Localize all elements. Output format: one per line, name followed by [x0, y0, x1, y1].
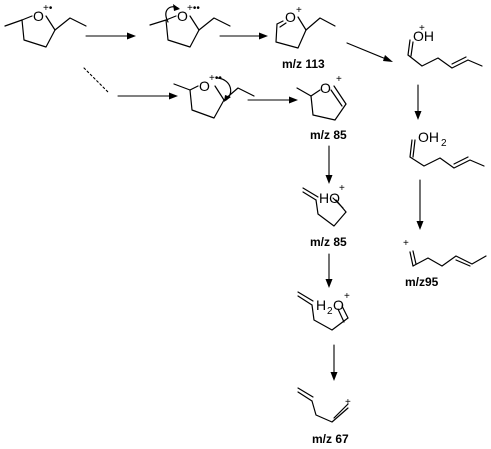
label-mz95: m/z95 [405, 275, 439, 289]
atom-oxygen: O [320, 80, 331, 96]
arrow-5 [416, 179, 424, 230]
arrow-2 [219, 32, 268, 40]
charge-cation: + [403, 238, 409, 249]
label-mz85-first: m/z 85 [310, 128, 347, 142]
subscript-two: 2 [441, 138, 447, 149]
atom-oxygen: O [177, 8, 188, 24]
molecule-mz95: + [403, 238, 487, 267]
molecule-parent-alt-cleavage: O +•• [173, 73, 255, 119]
charge-cation: + [296, 5, 302, 16]
arrow-6 [247, 96, 298, 104]
atom-oxygen: O [333, 297, 344, 313]
charge-cation: + [336, 74, 342, 85]
atom-oxygen: O [285, 9, 296, 25]
atom-hydroxyl: OH [413, 28, 434, 44]
subscript-two: 2 [327, 306, 333, 317]
charge-radical-cation: +•• [209, 73, 222, 84]
atom-hydroxyl: OH [418, 129, 439, 145]
arrow-4 [414, 84, 422, 120]
arrow-dotted [83, 67, 178, 100]
label-mz85-second: m/z 85 [310, 235, 347, 249]
molecule-alpha-cleavage: O +•• [149, 3, 231, 48]
molecule-parent: O +• [4, 3, 87, 48]
arrow-7 [325, 145, 333, 184]
charge-radical-cation: +•• [187, 3, 200, 14]
molecule-mz85-cyclic: O + [296, 74, 347, 121]
atom-hydrogen: H [316, 297, 326, 313]
molecule-open-chain-oxonium: OH + [407, 23, 483, 69]
atom-hydroxyl: HO [319, 190, 340, 206]
arrow-1 [85, 32, 136, 40]
charge-cation: + [345, 397, 351, 408]
atom-oxygen: O [199, 78, 210, 94]
molecule-protonated-water-form: H 2 O + [297, 291, 350, 331]
arrow-9 [330, 344, 338, 381]
label-mz113: m/z 113 [282, 57, 325, 71]
atom-oxygen: O [33, 8, 44, 24]
charge-cation: + [419, 23, 425, 34]
arrow-3 [346, 42, 393, 62]
molecule-mz113: O + [275, 5, 336, 49]
arrow-8 [325, 253, 333, 288]
label-mz67: m/z 67 [312, 432, 349, 446]
charge-radical-cation: +• [43, 3, 53, 14]
molecule-protonated-alcohol: OH 2 [409, 129, 485, 169]
charge-cation: + [339, 183, 345, 194]
molecule-mz85-open: HO + [302, 183, 347, 227]
molecule-mz67: + [297, 387, 351, 423]
charge-cation: + [344, 291, 350, 302]
